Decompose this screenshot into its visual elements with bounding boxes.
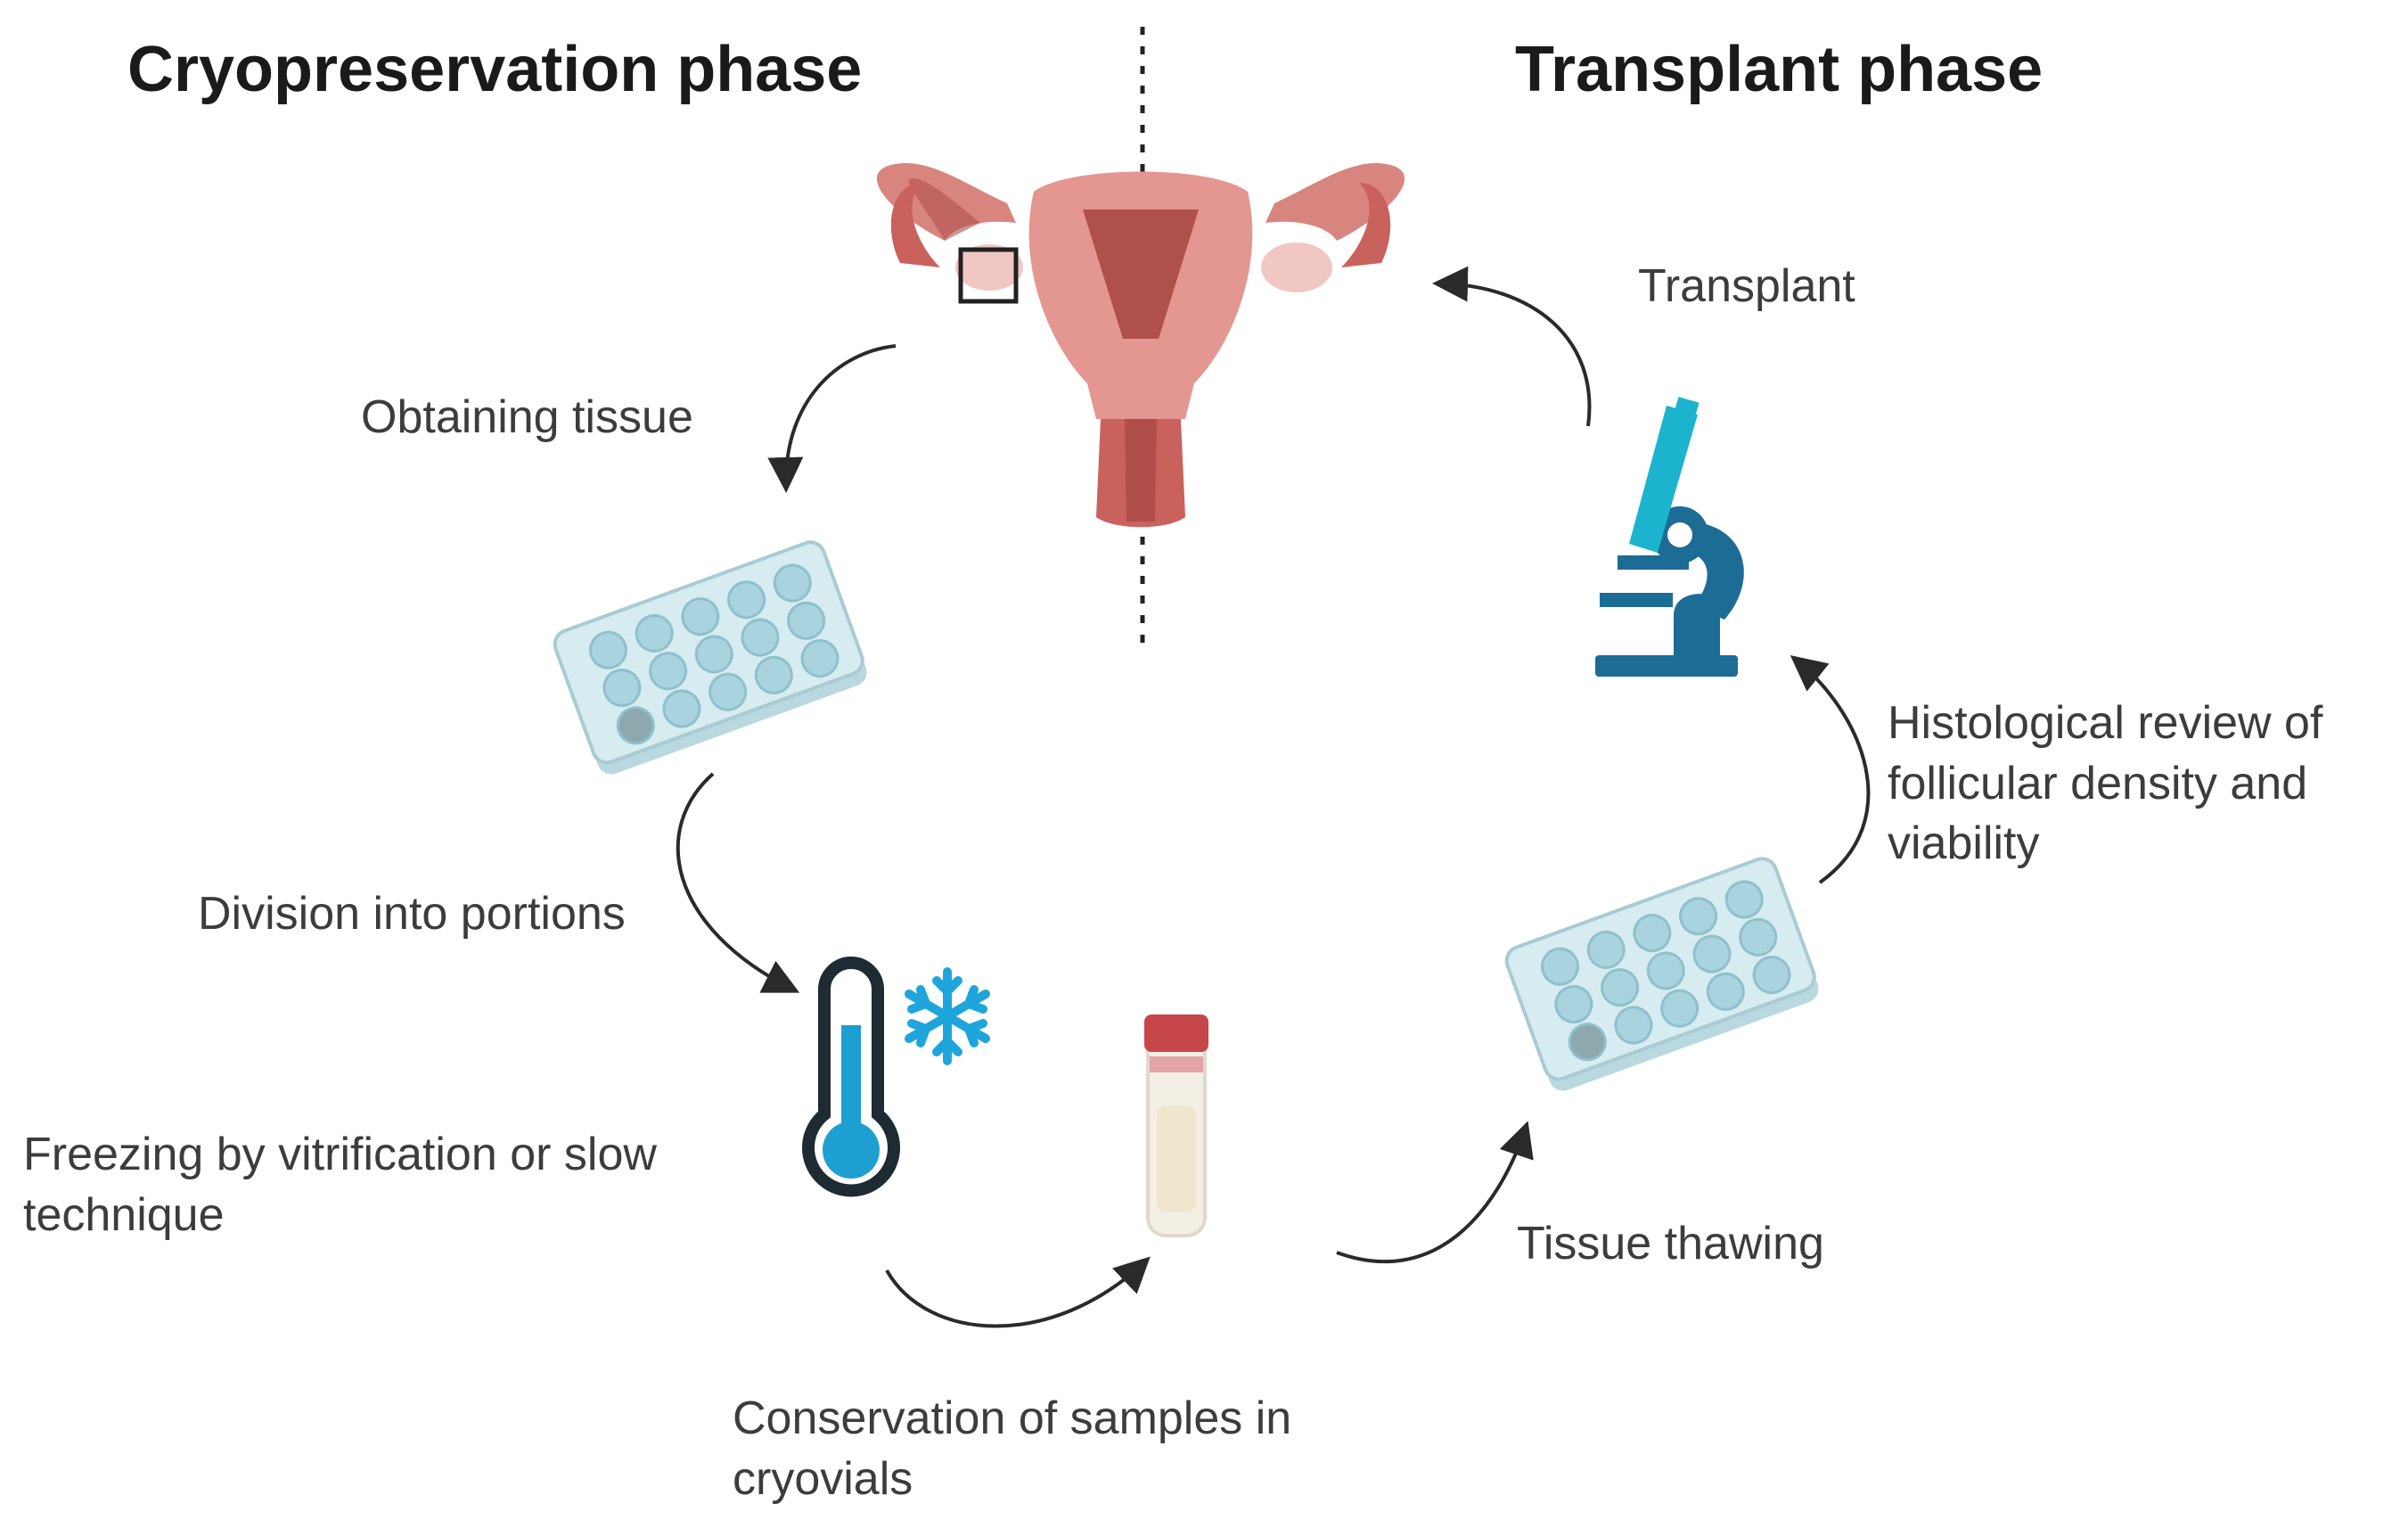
thermometer-icon xyxy=(802,957,900,1197)
arrow-histology xyxy=(1790,654,1871,884)
label-conservation: Conservation of samples in cryovials xyxy=(733,1392,1292,1505)
cryovial-icon xyxy=(1144,1015,1208,1237)
culture-plate-icon xyxy=(1504,857,1819,1091)
label-obtaining-tissue: Obtaining tissue xyxy=(361,391,693,443)
snowflake-icon xyxy=(905,967,990,1065)
arrow-transplant xyxy=(1432,266,1592,427)
label-histological-review: Histological review of follicular densit… xyxy=(1888,697,2323,870)
label-division-into-portions: Division into portions xyxy=(198,888,626,940)
label-tissue-thawing: Tissue thawing xyxy=(1517,1218,1824,1269)
uterus-ovaries-icon xyxy=(876,163,1405,528)
biopsy-square-icon xyxy=(958,247,1019,304)
arrow-thawing xyxy=(1336,1121,1534,1264)
arrow-conservation xyxy=(885,1256,1151,1328)
arrow-obtaining xyxy=(767,344,897,493)
heading-cryopreservation-phase: Cryopreservation phase xyxy=(127,34,863,105)
arrow-division xyxy=(676,772,800,993)
heading-transplant-phase: Transplant phase xyxy=(1515,34,2044,105)
label-freezing: Freezing by vitrification or slow techni… xyxy=(23,1129,657,1241)
microscope-icon xyxy=(1595,397,1744,677)
label-transplant: Transplant xyxy=(1638,260,1855,312)
culture-plate-icon xyxy=(553,540,867,775)
